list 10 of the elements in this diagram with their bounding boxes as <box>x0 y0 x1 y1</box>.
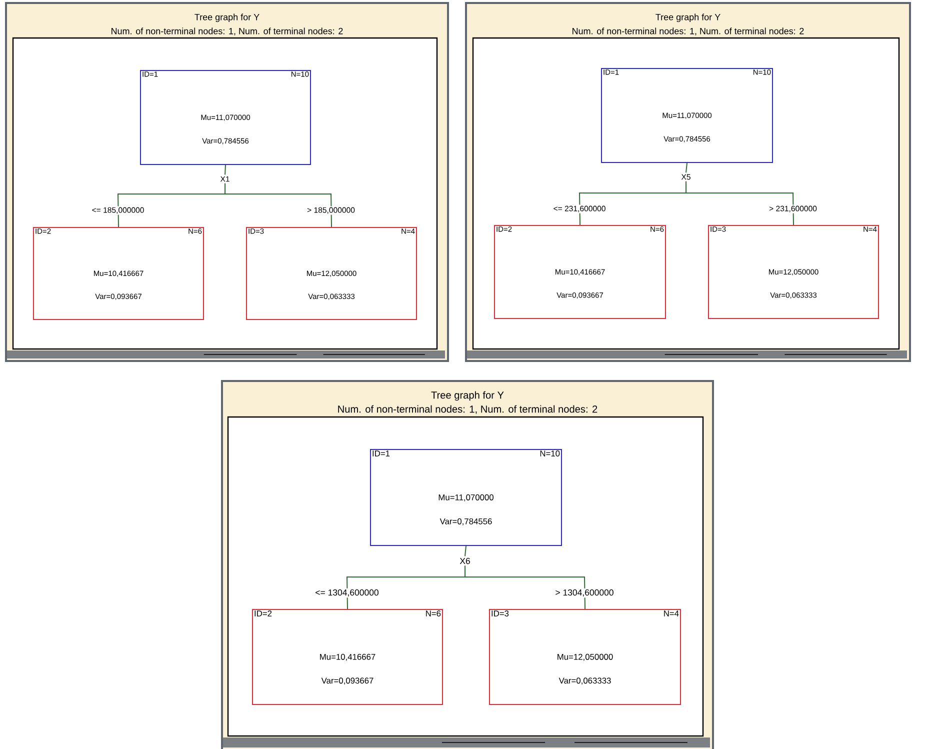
branch-line <box>224 164 226 176</box>
branch-line <box>224 182 332 228</box>
branch-line <box>464 546 466 557</box>
tree-node-box: ID=3 N=4 Mu=12,050000 Var=0,063333 <box>489 609 681 705</box>
tree-node-box: ID=1 N=10 Mu=11,070000 Var=0,784556 <box>370 449 562 546</box>
branch-line <box>686 180 794 226</box>
branch-line <box>686 162 688 174</box>
tree-node-box: ID=2 N=6 Mu=10,416667 Var=0,093667 <box>252 609 443 705</box>
split-variable-label: X6 <box>460 558 470 564</box>
branch-line <box>464 565 586 610</box>
